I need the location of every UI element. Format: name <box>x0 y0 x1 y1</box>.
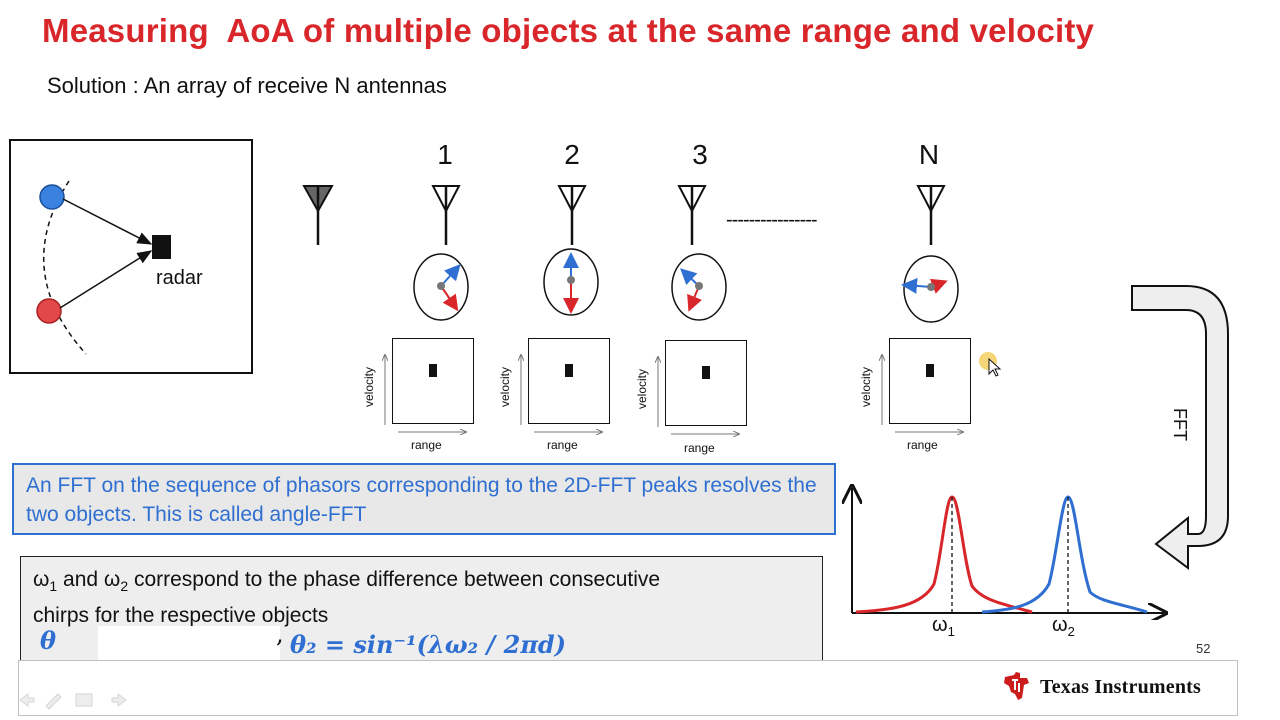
slide-footer <box>18 660 1238 716</box>
fft-label: FFT <box>1170 408 1190 441</box>
tx-antenna-icon <box>302 185 334 245</box>
velocity-label-1: velocity <box>362 366 376 407</box>
formula-redaction <box>98 626 280 660</box>
theta1-symbol: θ <box>40 626 57 655</box>
rv-plot-2 <box>528 338 610 424</box>
antenna-gap-dashes: ---------------- <box>726 209 818 231</box>
phasor-1-icon <box>413 253 469 321</box>
rx-antenna-1-icon <box>431 185 461 245</box>
antenna-3-label: 3 <box>692 139 708 170</box>
slide-nav-controls[interactable] <box>18 690 130 710</box>
note-line-1: ω1 and ω2 correspond to the phase differ… <box>33 568 661 595</box>
range-label-n: range <box>907 438 938 452</box>
velocity-label-n: velocity <box>859 366 873 407</box>
ti-logo-icon <box>1004 672 1029 700</box>
rx-antenna-n-icon <box>916 185 946 245</box>
phasor-3-icon <box>671 253 727 321</box>
angle-fft-info-box: An FFT on the sequence of phasors corres… <box>12 463 836 535</box>
rv-peak <box>565 364 573 377</box>
mouse-pointer-icon <box>979 352 1002 377</box>
rv-peak <box>926 364 934 377</box>
rv-peak <box>702 366 710 379</box>
velocity-label-3: velocity <box>635 368 649 409</box>
omega1-label: ω1 <box>932 614 955 639</box>
range-label-1: range <box>411 438 442 452</box>
formula-comma: , <box>276 620 284 648</box>
menu-icon <box>75 693 93 707</box>
omega2-label: ω2 <box>1052 614 1075 639</box>
phasor-2-icon <box>543 248 599 316</box>
red-object-icon <box>36 298 62 324</box>
radar-label: radar <box>156 267 203 289</box>
texas-instruments-brand: Texas Instruments <box>1040 676 1202 698</box>
phasor-n-icon <box>901 255 959 323</box>
angle-spectrum-plot <box>842 484 1172 620</box>
range-label-3: range <box>684 441 715 455</box>
page-number: 52 <box>1196 641 1211 656</box>
velocity-label-2: velocity <box>498 366 512 407</box>
arc-path <box>43 180 87 355</box>
rv-plot-n <box>889 338 971 424</box>
antenna-1-label: 1 <box>437 139 453 170</box>
pen-icon <box>45 693 62 710</box>
antenna-n-label: N <box>918 139 940 170</box>
rx-antenna-2-icon <box>557 185 587 245</box>
range-label-2: range <box>547 438 578 452</box>
rv-peak <box>429 364 437 377</box>
plot-axis-arrows <box>370 340 980 440</box>
prev-slide-icon <box>19 693 35 707</box>
next-slide-icon <box>111 693 127 707</box>
antenna-2-label: 2 <box>564 139 580 170</box>
scene-diagram <box>36 180 171 355</box>
spectrum-blue-curve <box>981 495 1148 614</box>
spectrum-red-curve <box>855 495 1033 614</box>
note-line-2: chirps for the respective objects <box>33 604 329 628</box>
slide-title: Measuring AoA of multiple objects at the… <box>42 12 1095 49</box>
rv-plot-3 <box>665 340 747 426</box>
fft-curved-arrow-icon <box>1131 285 1229 570</box>
radar-icon <box>152 235 171 259</box>
rv-plot-1 <box>392 338 474 424</box>
blue-object-icon <box>39 184 65 210</box>
theta2-formula: θ₂ = sin⁻¹(λω₂ / 2πd) <box>290 630 567 659</box>
rx-antenna-3-icon <box>677 185 707 245</box>
scene-box: radar <box>9 139 253 374</box>
slide-subtitle: Solution : An array of receive N antenna… <box>47 73 447 98</box>
angle-formula: θ <box>40 626 56 655</box>
